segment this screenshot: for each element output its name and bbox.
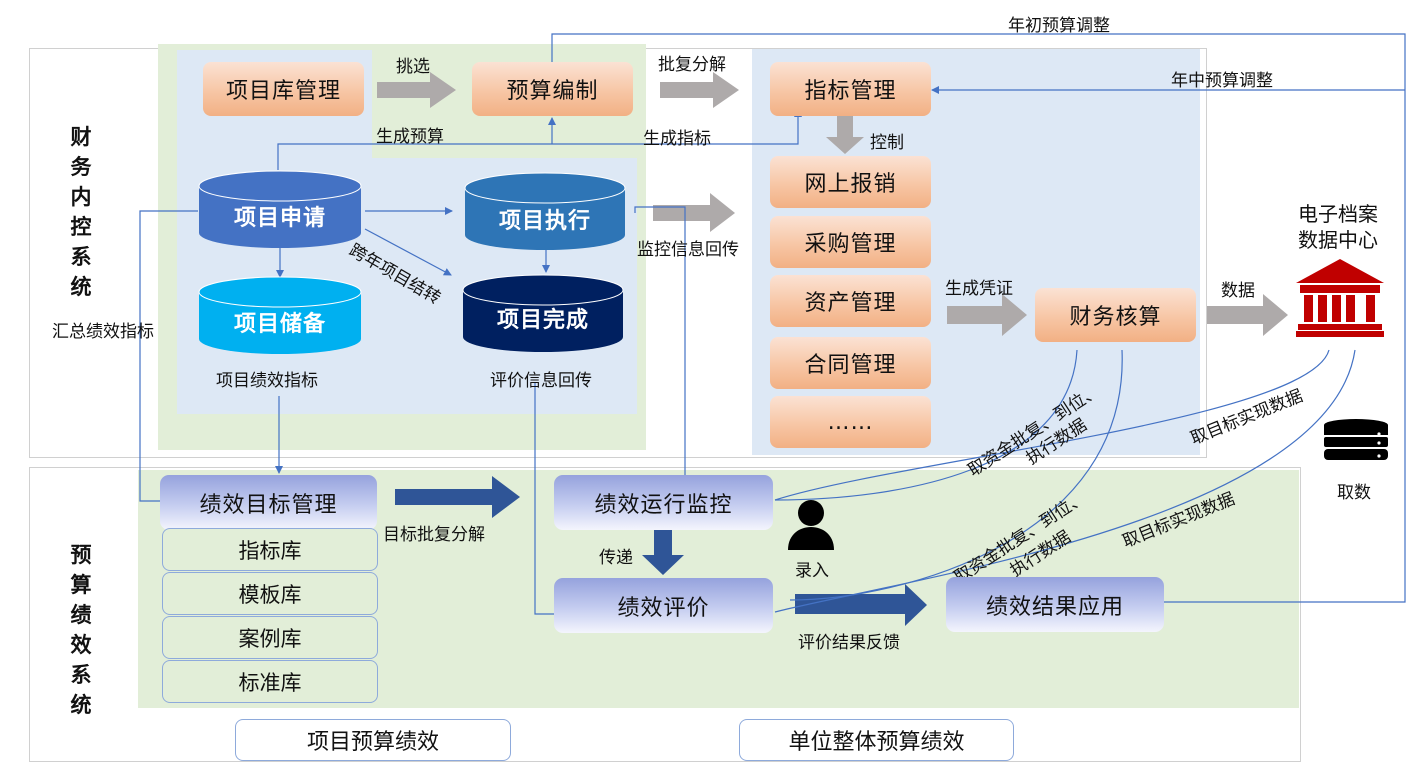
- unit-budget-performance[interactable]: 单位整体预算绩效: [739, 719, 1014, 761]
- project-complete[interactable]: 项目完成: [496, 308, 589, 333]
- input-label: 录入: [795, 561, 829, 581]
- finance-system-title: 财务内控系统: [70, 125, 92, 299]
- project-perf-indicator-label: 项目绩效指标: [216, 371, 318, 391]
- library-indicator[interactable]: 指标库: [162, 528, 378, 571]
- financial-accounting[interactable]: 财务核算: [1035, 288, 1196, 342]
- control-label: 控制: [870, 133, 904, 153]
- library-standard[interactable]: 标准库: [162, 660, 378, 703]
- transfer-label: 传递: [599, 548, 633, 568]
- project-apply[interactable]: 项目申请: [233, 206, 326, 231]
- fetch-label: 取数: [1337, 483, 1371, 503]
- data-label: 数据: [1221, 281, 1255, 301]
- monitor-info-feedback-label: 监控信息回传: [637, 240, 739, 260]
- gen-indicator-label: 生成指标: [643, 129, 711, 149]
- project-library-management[interactable]: 项目库管理: [203, 62, 364, 116]
- early-year-adjust-label: 年初预算调整: [1008, 16, 1110, 36]
- performance-evaluation[interactable]: 绩效评价: [554, 578, 773, 633]
- project-budget-performance[interactable]: 项目预算绩效: [235, 719, 511, 761]
- goal-approve-label: 目标批复分解: [383, 525, 485, 545]
- indicator-management[interactable]: 指标管理: [770, 62, 931, 116]
- gen-voucher-label: 生成凭证: [945, 279, 1013, 299]
- project-execute[interactable]: 项目执行: [498, 209, 591, 234]
- performance-system-title: 预算绩效系统: [70, 543, 92, 717]
- database-icon: [1324, 419, 1388, 460]
- performance-goal-management[interactable]: 绩效目标管理: [160, 475, 377, 530]
- module-contract[interactable]: 合同管理: [770, 337, 931, 389]
- eval-result-feedback-label: 评价结果反馈: [798, 633, 900, 653]
- summary-indicator-label: 汇总绩效指标: [52, 322, 154, 342]
- eval-info-feedback-label: 评价信息回传: [490, 371, 592, 391]
- budget-compilation[interactable]: 预算编制: [472, 62, 633, 116]
- module-asset[interactable]: 资产管理: [770, 275, 931, 327]
- module-procurement[interactable]: 采购管理: [770, 216, 931, 268]
- mid-year-adjust-label: 年中预算调整: [1171, 71, 1273, 91]
- select-label: 挑选: [396, 57, 430, 77]
- performance-monitoring[interactable]: 绩效运行监控: [554, 475, 773, 530]
- library-template[interactable]: 模板库: [162, 572, 378, 615]
- project-reserve[interactable]: 项目储备: [233, 312, 326, 337]
- gen-budget-label: 生成预算: [376, 127, 444, 147]
- archive-title-line1: 电子档案: [1298, 202, 1378, 226]
- bank-building-icon: [1296, 259, 1384, 337]
- module-more[interactable]: ……: [770, 396, 931, 448]
- performance-result-application[interactable]: 绩效结果应用: [946, 577, 1164, 632]
- module-online-reimbursement[interactable]: 网上报销: [770, 156, 931, 208]
- library-case[interactable]: 案例库: [162, 616, 378, 659]
- approve-split-label: 批复分解: [658, 55, 726, 75]
- archive-title-line2: 数据中心: [1298, 228, 1378, 252]
